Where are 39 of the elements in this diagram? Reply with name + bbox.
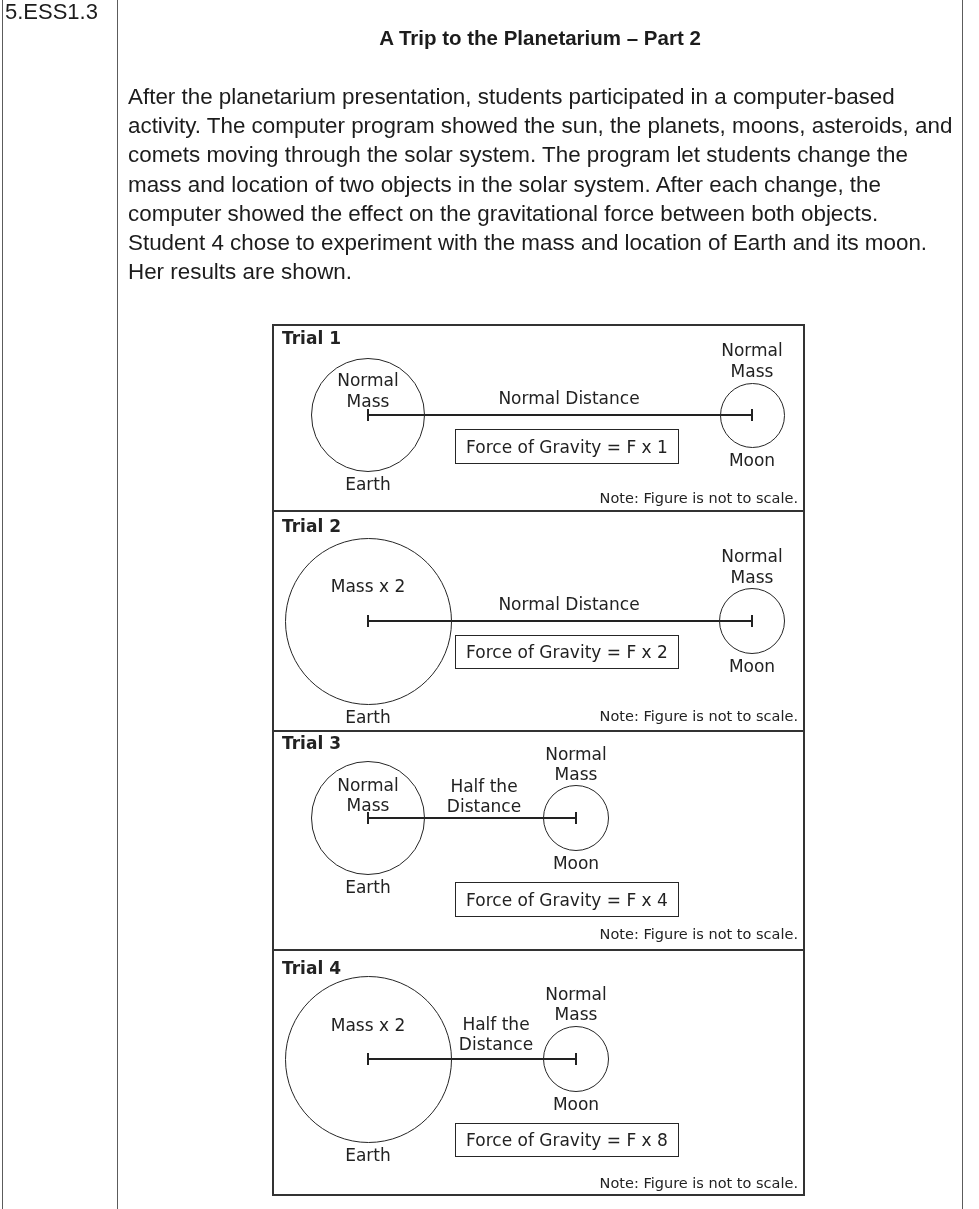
trial-panel (272, 324, 805, 510)
planet-name: Earth (344, 474, 392, 495)
formula-box: Force of Gravity = F x 4 (455, 882, 679, 917)
planet-name: Earth (344, 706, 392, 727)
standard-code: 5.ESS1.3 (5, 0, 98, 24)
trial-heading: Trial 4 (282, 958, 341, 978)
trial-panel (272, 510, 805, 730)
title: A Trip to the Planetarium – Part 2 (378, 26, 702, 50)
distance-label: Normal Distance (497, 388, 641, 409)
scale-note: Note: Figure is not to scale. (599, 489, 798, 507)
mass-label: Normal Mass (336, 370, 400, 411)
trial-heading: Trial 2 (282, 516, 341, 536)
planet-name: Earth (344, 877, 392, 898)
intro-paragraph: After the planetarium presentation, students participated in a computer-based activity. The computer program showed the sun, the planets, moons, asteroids, and comets moving through the solar system. The program let students change the mass and location of two objects in the solar system. After each change, the computer showed the effect on the gravitational force between both objects. Student 4 chose to experiment with the mass and location of Earth and its moon. Her results are shown. (128, 83, 954, 287)
scale-note: Note: Figure is not to scale. (599, 925, 798, 943)
planet-name: Earth (344, 1144, 392, 1165)
mass-label: Normal Mass (336, 774, 400, 816)
scale-note: Note: Figure is not to scale. (599, 1174, 798, 1192)
formula-box: Force of Gravity = F x 8 (455, 1123, 679, 1157)
distance-label: Normal Distance (497, 594, 641, 615)
mass-label: Normal Mass (544, 983, 608, 1025)
mass-label: Normal Mass (544, 743, 608, 785)
formula-box: Force of Gravity = F x 1 (455, 429, 679, 464)
scale-note: Note: Figure is not to scale. (599, 707, 798, 725)
trial-heading: Trial 1 (282, 328, 341, 348)
formula-box: Force of Gravity = F x 2 (455, 635, 679, 669)
trial-panel (272, 949, 805, 1196)
moon-name: Moon (551, 853, 601, 874)
trial-panel (272, 730, 805, 949)
mass-label: Normal Mass (720, 546, 784, 587)
distance-label: Half the Distance (457, 1013, 535, 1055)
distance-label: Half the Distance (445, 775, 523, 817)
mass-label: Mass x 2 (329, 1014, 407, 1035)
mass-label: Mass x 2 (329, 575, 407, 596)
trial-heading: Trial 3 (282, 733, 341, 753)
moon-name: Moon (551, 1094, 601, 1115)
moon-name: Moon (727, 656, 777, 677)
moon-name: Moon (727, 449, 777, 470)
mass-label: Normal Mass (720, 340, 784, 381)
